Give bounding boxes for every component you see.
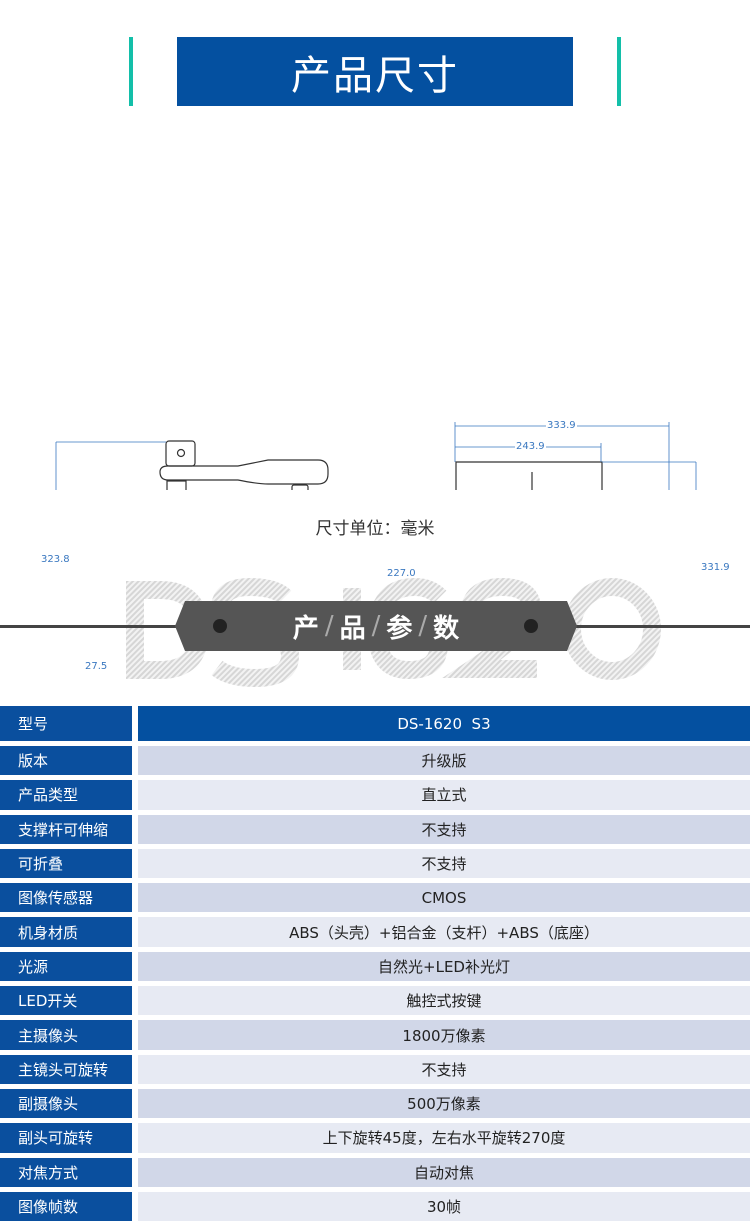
spec-value: 30帧: [138, 1191, 750, 1222]
divider-left: [0, 625, 200, 628]
unit-label: 尺寸单位：毫米: [315, 519, 435, 539]
spec-row: 支撑杆可伸缩不支持: [0, 814, 750, 844]
spec-row: 可折叠不支持: [0, 848, 750, 879]
title-char: 品: [339, 613, 366, 644]
spec-value: 触控式按键: [138, 986, 750, 1016]
spec-value: 不支持: [138, 1054, 750, 1084]
spec-label: 产品类型: [0, 780, 132, 810]
spec-row: 光源自然光+LED补光灯: [0, 951, 750, 982]
dim-inner-width: 243.9: [515, 441, 546, 453]
spec-value: 上下旋转45度，左右水平旋转270度: [138, 1123, 750, 1153]
title-char: 数: [433, 613, 460, 644]
dim-camera-height: 227.0: [386, 568, 417, 580]
title-char: 参: [386, 613, 413, 644]
model-watermark: [126, 577, 661, 688]
spec-row: 主镜头可旋转不支持: [0, 1054, 750, 1084]
spec-value: 不支持: [138, 814, 750, 844]
spec-label: 机身材质: [0, 917, 132, 947]
spec-row: LED开关触控式按键: [0, 986, 750, 1016]
spec-value: 直立式: [138, 780, 750, 810]
spec-label: 版本: [0, 746, 132, 776]
title-separator: /: [371, 611, 381, 641]
spec-row: 副头可旋转上下旋转45度，左右水平旋转270度: [0, 1123, 750, 1153]
side-view: [159, 440, 329, 490]
section-title-dimensions: 产品尺寸: [177, 37, 573, 106]
spec-label: 主摄像头: [0, 1020, 132, 1050]
spec-label: 光源: [0, 951, 132, 982]
spec-value: 升级版: [138, 746, 750, 776]
spec-label: 主镜头可旋转: [0, 1054, 132, 1084]
spec-label: 型号: [0, 706, 132, 741]
spec-label: 支撑杆可伸缩: [0, 814, 132, 844]
dim-base-height: 27.5: [84, 661, 109, 673]
ribbon-dot-left: [213, 619, 227, 633]
spec-label: 图像传感器: [0, 883, 132, 913]
title-separator: /: [418, 611, 428, 641]
spec-value: 自然光+LED补光灯: [138, 951, 750, 982]
section-ribbon: [175, 601, 577, 651]
divider-right: [540, 625, 750, 628]
spec-value: 500万像素: [138, 1088, 750, 1119]
spec-label: 图像帧数: [0, 1191, 132, 1222]
spec-label: 副头可旋转: [0, 1123, 132, 1153]
spec-value: DS-1620 S3: [138, 706, 750, 741]
title-accent-right: [617, 37, 621, 106]
spec-label: 副摄像头: [0, 1088, 132, 1119]
spec-value: CMOS: [138, 883, 750, 913]
dim-depth: 331.9: [700, 562, 731, 574]
title-char: 产: [292, 613, 319, 644]
spec-value: 不支持: [138, 848, 750, 879]
spec-label: 可折叠: [0, 848, 132, 879]
section-title-specs: 产 / 品 / 参 / 数: [175, 601, 577, 651]
ribbon-dot-right: [524, 619, 538, 633]
spec-row: 版本升级版: [0, 746, 750, 776]
spec-row: 对焦方式自动对焦: [0, 1157, 750, 1187]
dim-total-width: 333.9: [546, 420, 577, 432]
dim-total-height: 323.8: [40, 554, 71, 566]
spec-label: LED开关: [0, 986, 132, 1016]
spec-row: 产品类型直立式: [0, 780, 750, 810]
spec-label: 对焦方式: [0, 1157, 132, 1187]
title-accent-left: [129, 37, 133, 106]
title-separator: /: [324, 611, 334, 641]
spec-value: ABS（头壳）+铝合金（支杆）+ABS（底座）: [138, 917, 750, 947]
spec-value: 自动对焦: [138, 1157, 750, 1187]
spec-value: 1800万像素: [138, 1020, 750, 1050]
